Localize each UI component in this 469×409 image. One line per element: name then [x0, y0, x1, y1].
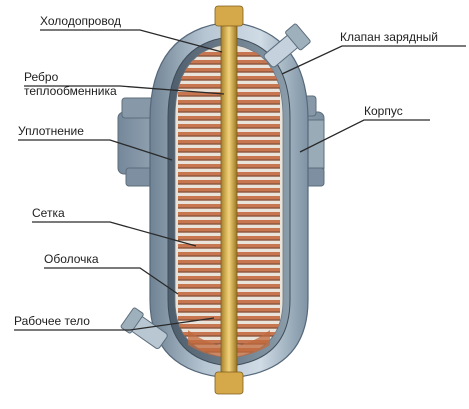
leader-uplotnenie [18, 139, 173, 161]
label-holodoprovod: Холодопровод [40, 14, 121, 28]
pipe-fitting-top [214, 5, 244, 27]
leader-obolochka [44, 267, 179, 295]
leader-korpus [299, 119, 430, 153]
label-setka: Сетка [32, 206, 65, 220]
label-korpus: Корпус [364, 104, 403, 118]
charging-valve [263, 23, 311, 68]
leader-lines [14, 29, 466, 331]
leader-rabochee-telo [14, 317, 215, 331]
leader-rebro [24, 85, 225, 95]
leader-klapan [281, 45, 466, 75]
working-fluid [188, 330, 270, 358]
label-rabochee-telo: Рабочее тело [14, 314, 90, 328]
leader-holodoprovod [40, 29, 223, 53]
label-uplotnenie: Уплотнение [18, 124, 84, 138]
label-obolochka: Оболочка [44, 252, 99, 266]
bottom-nozzle [120, 307, 168, 349]
leader-setka [32, 221, 197, 247]
label-klapan: Клапан зарядный [340, 30, 438, 44]
pipe-fitting-bottom [214, 371, 244, 395]
cold-pipe [220, 13, 238, 385]
label-rebro: Ребро теплообменника [24, 70, 117, 98]
